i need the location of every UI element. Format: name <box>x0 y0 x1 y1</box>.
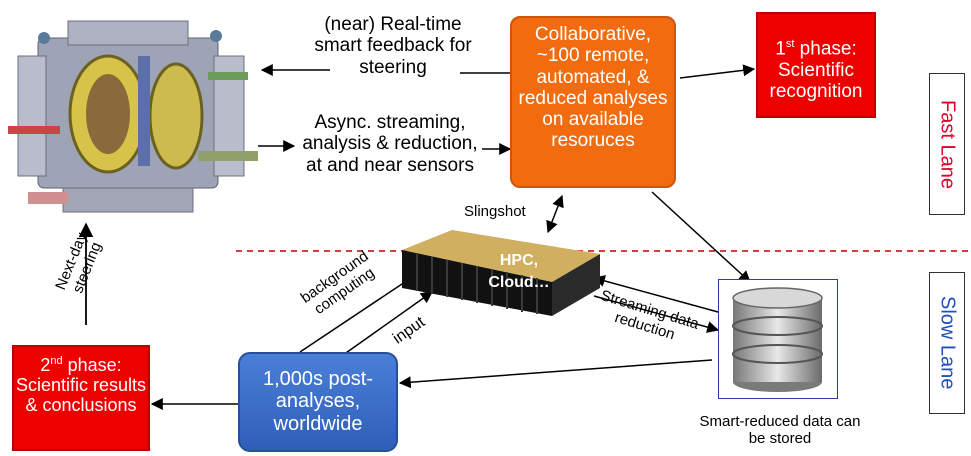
phase1-num: 1 <box>775 38 786 60</box>
phase1-box: 1st phase: Scientific recognition <box>756 12 876 118</box>
fast-lane-box: Fast Lane <box>929 73 965 215</box>
hpc-to-storage-arrow <box>593 295 720 333</box>
input-arrow <box>335 291 433 361</box>
storage-to-hpc-arrow <box>592 275 719 313</box>
slow-lane-box: Slow Lane <box>929 272 965 414</box>
database-icon <box>732 287 823 392</box>
collaborative-analyses-box: Collaborative, ~100 remote, automated, &… <box>510 16 676 188</box>
phase2-num: 2 <box>40 355 51 375</box>
async-label: Async. streaming, analysis & reduction, … <box>302 112 478 176</box>
phase2-desc: Scientific results & conclusions <box>15 375 147 416</box>
phase1-sup: st <box>785 38 795 50</box>
slow-lane-label: Slow Lane <box>936 296 959 390</box>
phase1-title: phase: <box>794 38 857 60</box>
storage-box <box>718 279 838 399</box>
slingshot-label: Slingshot <box>464 203 526 220</box>
fast-lane-label: Fast Lane <box>936 99 959 189</box>
storage-to-post-arrow <box>398 359 713 389</box>
phase1-desc: Scientific recognition <box>769 59 863 102</box>
feedback-label: (near) Real-time smart feedback for stee… <box>314 14 472 78</box>
collab-to-phase1-arrow <box>679 64 756 79</box>
background-computing-line <box>299 275 415 353</box>
smart-reduced-label: Smart-reduced data can be stored <box>699 413 861 447</box>
phase2-box: 2nd phase: Scientific results & conclusi… <box>12 345 150 451</box>
phase2-title: phase: <box>62 355 122 375</box>
hpc-label: HPC, Cloud… <box>488 252 550 291</box>
phase2-sup: nd <box>50 355 63 367</box>
hpc-cluster-illustration <box>402 230 600 316</box>
collab-to-storage-arrow <box>651 191 751 283</box>
slingshot-arrow <box>546 194 564 234</box>
tokamak-illustration <box>8 20 258 213</box>
post-analyses-box: 1,000s post-analyses, worldwide <box>238 352 398 452</box>
